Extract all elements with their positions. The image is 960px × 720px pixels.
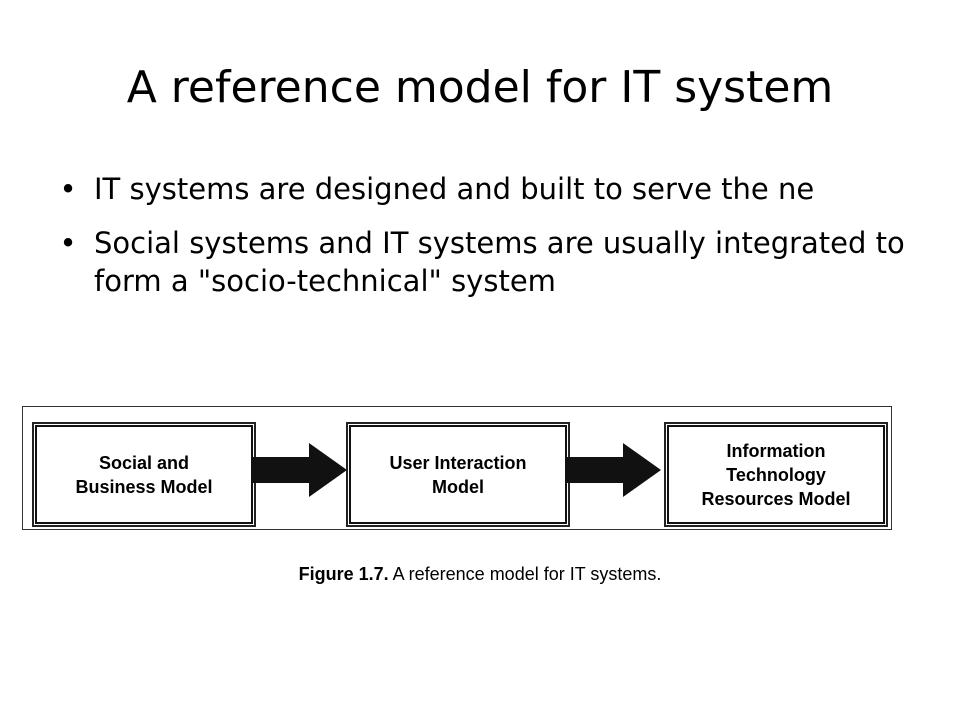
bullet-dot-icon: • [59, 226, 77, 260]
reference-model-figure: Social and Business Model User Interacti… [22, 406, 892, 530]
bullet-item: • Social systems and IT systems are usua… [58, 224, 908, 300]
user-interaction-model-box: User Interaction Model [349, 425, 567, 524]
box-label: Social and Business Model [75, 452, 213, 497]
it-resources-model-box: Information Technology Resources Model [667, 425, 885, 524]
right-arrow-icon [251, 443, 347, 497]
box-label: User Interaction Model [389, 452, 527, 497]
bullet-text: IT systems are designed and built to ser… [94, 172, 815, 206]
slide-title: A reference model for IT system [126, 62, 834, 113]
bullet-text: Social systems and IT systems are usuall… [94, 226, 905, 298]
right-arrow-icon [565, 443, 661, 497]
bullet-dot-icon: • [59, 172, 77, 206]
bullet-item: • IT systems are designed and built to s… [58, 170, 908, 208]
caption-label: Figure 1.7. [298, 564, 389, 584]
figure-caption: Figure 1.7. A reference model for IT sys… [0, 564, 960, 585]
bullet-list: • IT systems are designed and built to s… [58, 170, 908, 316]
box-label: Information Technology Resources Model [701, 440, 851, 509]
social-business-model-box: Social and Business Model [35, 425, 253, 524]
caption-text: A reference model for IT systems. [388, 564, 662, 584]
